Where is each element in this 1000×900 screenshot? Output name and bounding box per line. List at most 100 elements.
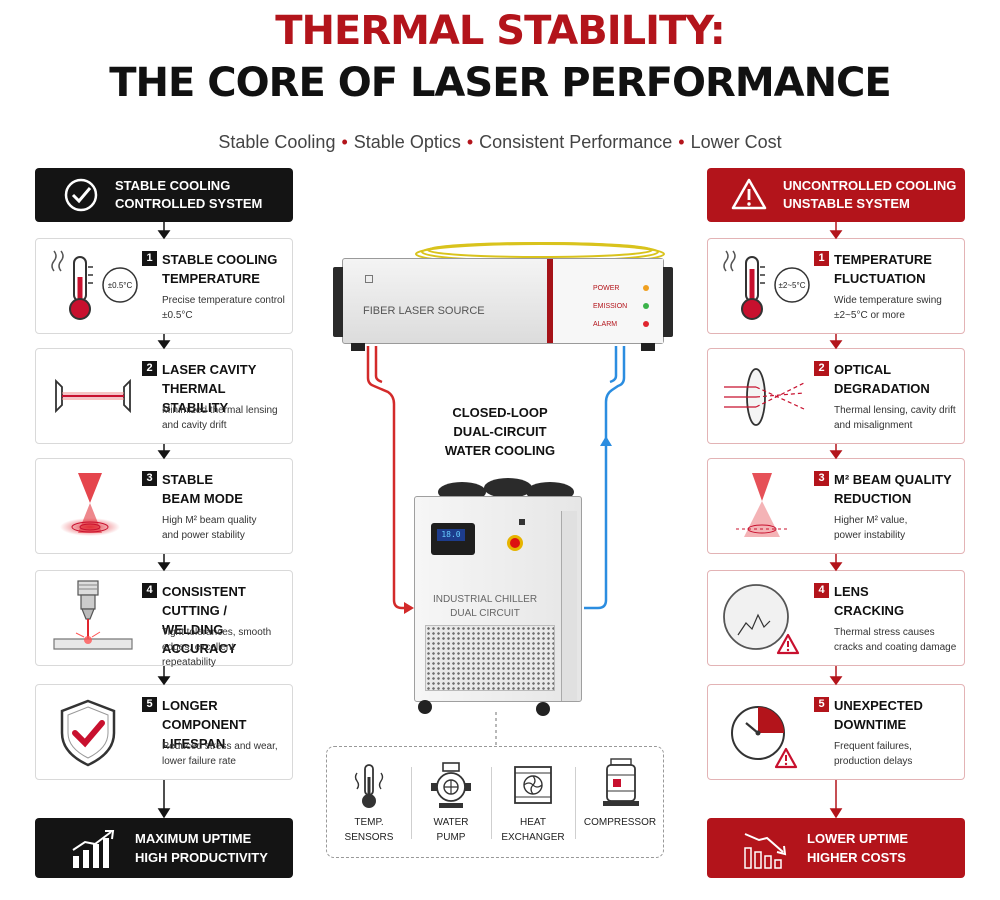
lens-distortion-icon	[724, 368, 805, 426]
step-desc-line: Thermal stress causes	[834, 627, 935, 638]
unstable-header-line2: UNSTABLE SYSTEM	[783, 196, 910, 211]
step-title: CONSISTENT CUTTING / WELDING ACCURACY	[162, 582, 292, 658]
check-circle-icon	[64, 178, 98, 212]
step-desc-line: High M² beam quality	[162, 515, 257, 526]
thermometer-icon: ±0.5°C	[51, 250, 138, 320]
subtitle-item: Stable Optics	[353, 132, 461, 152]
cracked-lens-icon	[723, 584, 800, 655]
stable-header-line1: STABLE COOLING	[115, 178, 231, 193]
subtitle-item: Consistent Performance	[479, 132, 673, 152]
page-title-line1: THERMAL STABILITY:	[275, 8, 726, 54]
step-desc-line: Higher M² value,	[834, 515, 908, 526]
decline-chart-icon	[744, 833, 787, 869]
step-description: Higher M² value, power instability	[834, 513, 962, 543]
step-title-line: REDUCTION	[834, 491, 912, 506]
unstable-footer-line2: HIGHER COSTS	[807, 850, 906, 865]
step-desc-line: ±2~5°C or more	[834, 310, 905, 321]
chiller-vent-grill	[425, 625, 555, 691]
step-title-line: DEGRADATION	[834, 381, 930, 396]
component-label: TEMP. SENSORS	[327, 815, 411, 845]
stable-footer-line1: MAXIMUM UPTIME	[135, 831, 252, 846]
step-title-line: LASER CAVITY	[162, 362, 257, 377]
downtime-gauge-icon	[731, 706, 798, 769]
logo-mark	[365, 275, 373, 283]
stable-header-line2: CONTROLLED SYSTEM	[115, 196, 263, 211]
chiller-side-panel	[561, 511, 577, 701]
unstable-footer-line1: LOWER UPTIME	[807, 831, 909, 846]
subtitle-separator: •	[678, 132, 685, 152]
component-label-line: PUMP	[436, 832, 466, 843]
step-desc-line: power instability	[834, 530, 906, 541]
step-number: 1	[142, 251, 157, 266]
status-power-label: POWER	[593, 285, 620, 292]
unstable-temp-badge: ±2~5°C	[779, 281, 806, 290]
status-emission-label: EMISSION	[593, 303, 628, 310]
step-title-line: BEAM MODE	[162, 491, 243, 506]
step-title-line: OPTICAL	[834, 362, 892, 377]
chiller-label-line: DUAL CIRCUIT	[450, 608, 520, 619]
subtitle-separator: •	[466, 132, 474, 152]
emergency-stop-button[interactable]	[507, 535, 523, 551]
loop-label-line: CLOSED-LOOP	[452, 405, 548, 420]
step-title-line: FLUCTUATION	[834, 271, 926, 286]
step-title-line: STABLE	[162, 472, 214, 487]
component-heat-exchanger: HEAT EXCHANGER	[491, 747, 575, 859]
step-desc-line: ±0.5°C	[162, 310, 193, 321]
stable-item-4: 4 CONSISTENT CUTTING /WELDING ACCURACY T…	[35, 570, 293, 668]
chiller-display: 18.0	[437, 529, 465, 541]
thermometer-icon: ±2~5°C	[723, 250, 810, 320]
step-number: 4	[814, 583, 829, 598]
step-desc-line: and cavity drift	[162, 420, 227, 431]
component-label-line: HEAT	[520, 817, 546, 828]
step-title-line: UNEXPECTED	[834, 698, 923, 713]
subtitle: Stable Cooling•Stable Optics•Consistent …	[0, 132, 1000, 153]
component-label-line: EXCHANGER	[501, 832, 565, 843]
divider	[491, 767, 492, 839]
component-label-line: TEMP.	[354, 817, 384, 828]
laser-label: FIBER LASER SOURCE	[363, 305, 485, 317]
step-title: UNEXPECTED DOWNTIME	[834, 696, 964, 734]
laser-foot	[641, 343, 655, 351]
chiller-wheel	[418, 700, 432, 714]
alarm-led	[643, 321, 649, 327]
status-alarm-label: ALARM	[593, 321, 618, 328]
step-desc-line: cracks and coating damage	[834, 642, 957, 653]
step-title-line: M² BEAM QUALITY	[834, 472, 952, 487]
shield-check-icon	[60, 699, 116, 767]
cooling-loop-label: CLOSED-LOOP DUAL-CIRCUIT WATER COOLING	[430, 403, 570, 460]
component-label: COMPRESSOR	[575, 815, 665, 830]
step-desc-line: Thermal lensing, cavity drift	[834, 405, 956, 416]
power-led	[643, 285, 649, 291]
chiller-port	[519, 519, 525, 525]
laser-foot	[351, 343, 365, 351]
step-title: M² BEAM QUALITY REDUCTION	[834, 470, 964, 508]
chiller-controller: 18.0	[431, 523, 475, 555]
divider	[411, 767, 412, 839]
step-desc-line: Precise temperature control	[162, 295, 285, 306]
subtitle-separator: •	[341, 132, 348, 152]
step-number: 3	[142, 471, 157, 486]
heat-exchanger-icon	[514, 766, 552, 804]
emission-led	[643, 303, 649, 309]
step-title-line: TEMPERATURE	[162, 271, 260, 286]
chiller-wheel	[536, 702, 550, 716]
unstable-header-line1: UNCONTROLLED COOLING	[783, 178, 957, 193]
step-desc-line: edges, excellent repeatability	[162, 642, 235, 668]
step-title: OPTICAL DEGRADATION	[834, 360, 964, 398]
component-label-line: SENSORS	[344, 832, 394, 843]
step-title-line: CONSISTENT CUTTING /	[162, 584, 246, 618]
page-title-line2: THE CORE OF LASER PERFORMANCE	[109, 60, 891, 106]
step-number: 4	[142, 583, 157, 598]
step-title-line: DOWNTIME	[834, 717, 907, 732]
divider	[575, 767, 576, 839]
warning-triangle-icon	[731, 178, 767, 210]
step-title-line: WELDING ACCURACY	[162, 622, 237, 656]
fiber-laser-source: FIBER LASER SOURCE POWER EMISSION ALARM	[333, 258, 673, 351]
